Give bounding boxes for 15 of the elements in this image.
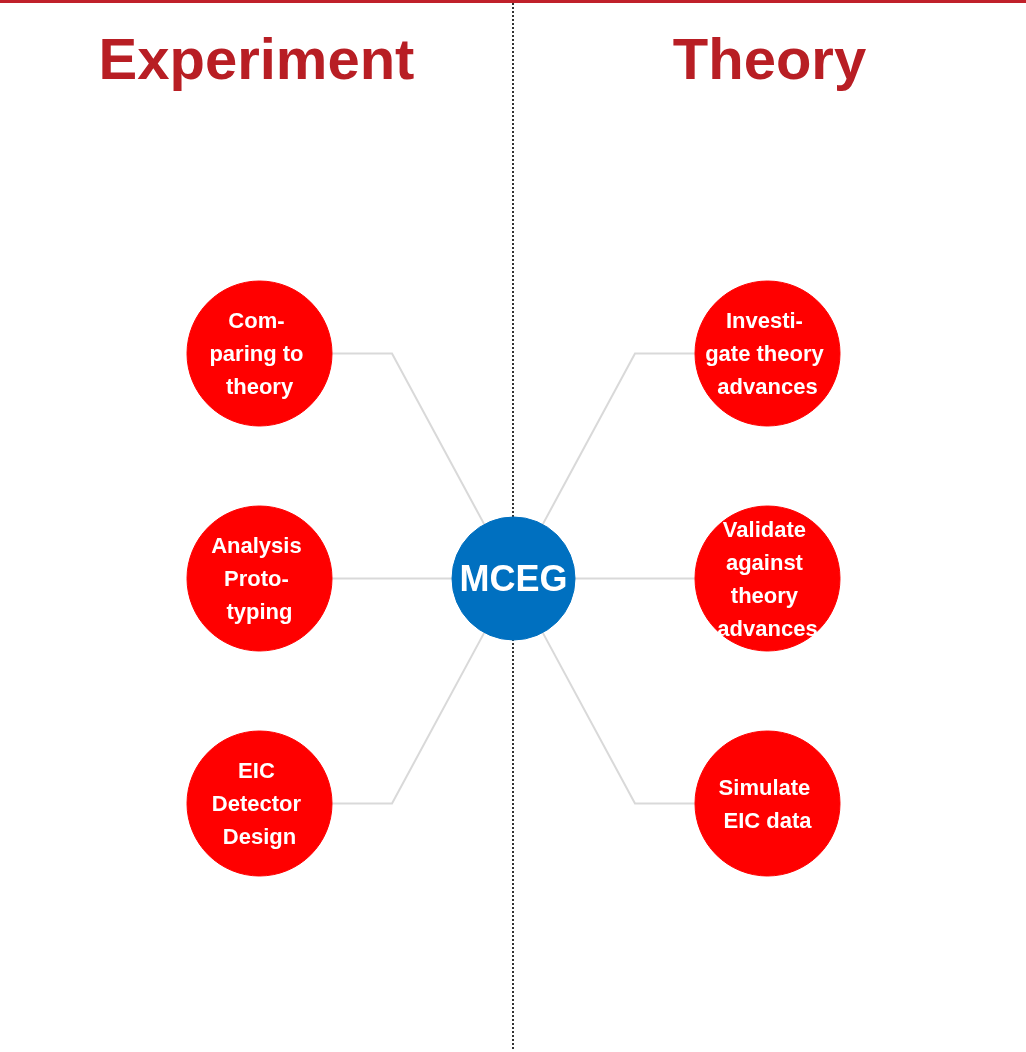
connector [541, 631, 696, 804]
connector [330, 577, 453, 579]
node-circle: Investi- gate theory advances [694, 280, 840, 426]
node-circle: Com- paring to theory [186, 280, 332, 426]
connector [330, 352, 485, 525]
node-circle: Analysis Proto- typing [186, 505, 332, 651]
connector [330, 631, 485, 804]
column-heading: Theory [672, 24, 867, 92]
node-circle: Simulate EIC data [694, 730, 840, 876]
column-heading: Experiment [98, 24, 415, 92]
node-circle: MCEG [451, 516, 575, 640]
connector [541, 352, 696, 525]
node-circle: Validate against theory advances [694, 505, 840, 651]
node-circle: EIC Detector Design [186, 730, 332, 876]
connector [573, 577, 696, 579]
